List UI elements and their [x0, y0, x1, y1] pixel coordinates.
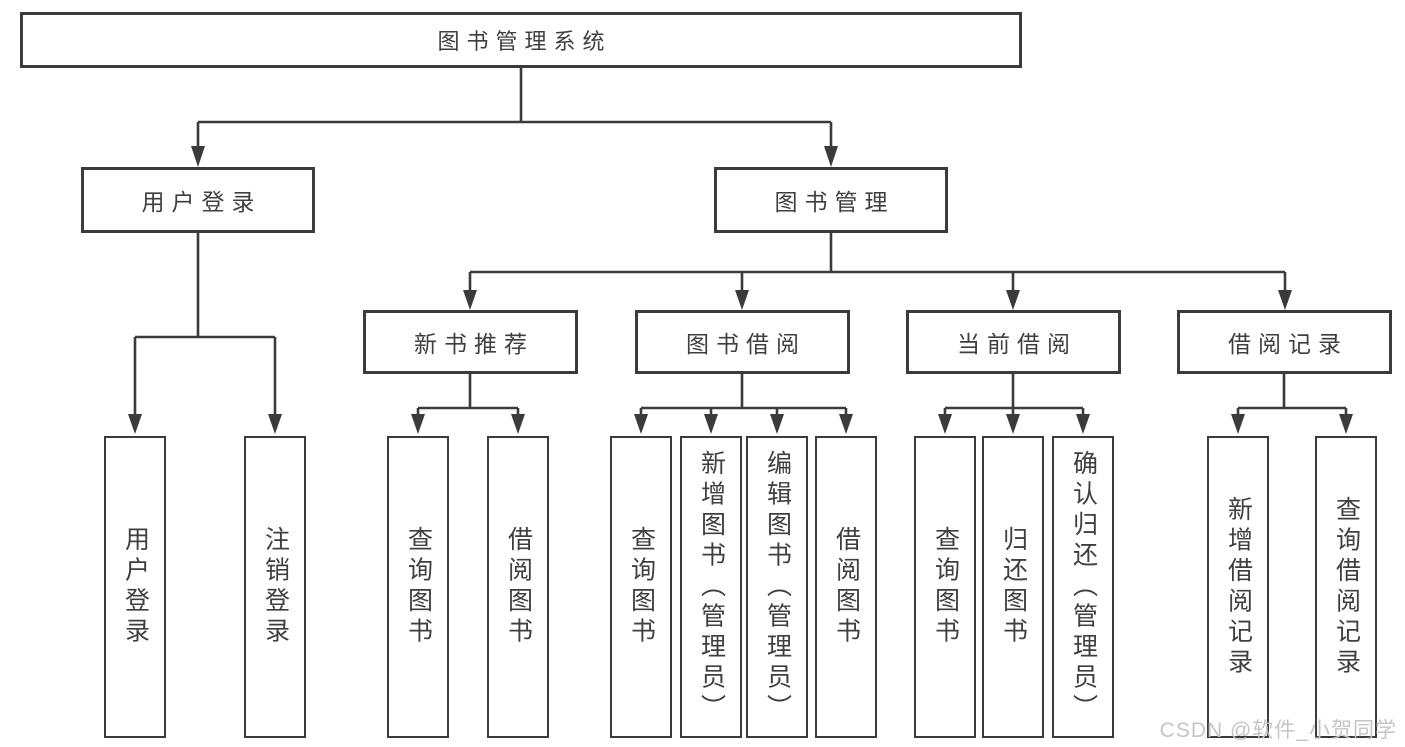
leaf-label-borrow-books-recommend: 借阅图书: [504, 526, 533, 648]
leaf-label-borrow-books-borrowing: 借阅图书: [832, 526, 861, 648]
node-book-borrowing: 图书借阅: [635, 310, 850, 374]
leaf-return-books: 归还图书: [982, 436, 1044, 738]
leaf-label-add-book-admin: 新增图书（管理员）: [697, 449, 726, 725]
leaf-query-books-current: 查询图书: [914, 436, 976, 738]
node-library-management-system: 图书管理系统: [20, 12, 1022, 68]
leaf-query-books-borrowing: 查询图书: [610, 436, 672, 738]
node-current-borrowing: 当前借阅: [906, 310, 1121, 374]
leaf-logout: 注销登录: [244, 436, 306, 738]
node-borrowing-records: 借阅记录: [1177, 310, 1392, 374]
node-user-login: 用户登录: [81, 167, 315, 233]
node-label-user-login: 用户登录: [141, 189, 262, 215]
node-label-borrowing-records: 借阅记录: [1228, 331, 1348, 357]
leaf-borrow-books-borrowing: 借阅图书: [815, 436, 877, 738]
leaf-label-return-books: 归还图书: [999, 526, 1028, 648]
node-label-current-borrowing: 当前借阅: [957, 331, 1077, 357]
leaf-label-query-books-borrowing: 查询图书: [627, 526, 656, 648]
leaf-query-books-recommend: 查询图书: [387, 436, 449, 738]
leaf-label-edit-book-admin: 编辑图书（管理员）: [763, 449, 792, 725]
leaf-label-query-books-recommend: 查询图书: [404, 526, 433, 648]
leaf-add-book-admin: 新增图书（管理员）: [680, 436, 742, 738]
node-label-new-book-recommend: 新书推荐: [414, 331, 534, 357]
leaf-edit-book-admin: 编辑图书（管理员）: [746, 436, 808, 738]
leaf-confirm-return-admin: 确认归还（管理员）: [1052, 436, 1114, 738]
node-label-book-borrowing: 图书借阅: [686, 331, 806, 357]
leaf-label-user-login: 用户登录: [121, 526, 150, 648]
leaf-label-query-books-current: 查询图书: [931, 526, 960, 648]
leaf-label-query-borrow-record: 查询借阅记录: [1332, 495, 1361, 679]
arrowheads: [128, 146, 1353, 434]
leaf-user-login: 用户登录: [104, 436, 166, 738]
leaf-add-borrow-record: 新增借阅记录: [1207, 436, 1269, 738]
leaf-borrow-books-recommend: 借阅图书: [487, 436, 549, 738]
leaf-label-logout: 注销登录: [261, 526, 290, 648]
csdn-watermark: CSDN @软件_小贺同学: [1159, 719, 1397, 742]
leaf-label-confirm-return-admin: 确认归还（管理员）: [1069, 449, 1098, 725]
node-new-book-recommend: 新书推荐: [363, 310, 578, 374]
node-book-management: 图书管理: [714, 167, 948, 233]
node-label-root: 图书管理系统: [437, 29, 612, 54]
leaf-label-add-borrow-record: 新增借阅记录: [1224, 495, 1253, 679]
leaf-query-borrow-record: 查询借阅记录: [1315, 436, 1377, 738]
node-label-book-management: 图书管理: [774, 189, 895, 215]
